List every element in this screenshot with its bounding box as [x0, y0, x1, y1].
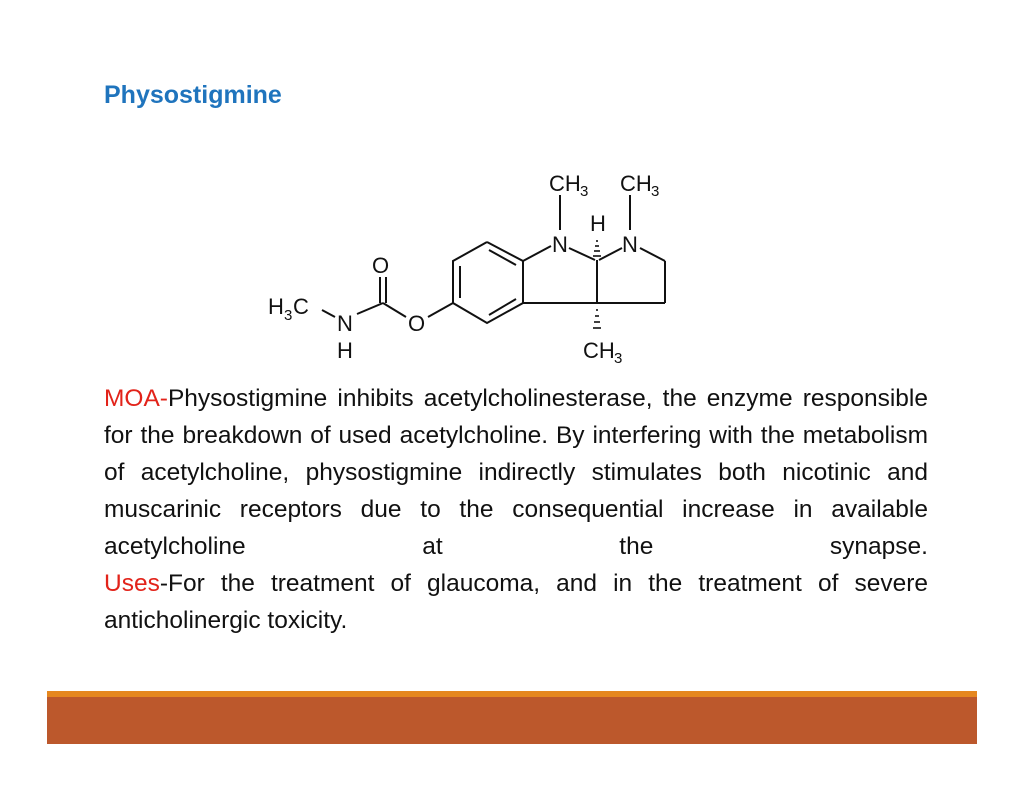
atom-label: CH	[583, 338, 615, 363]
atom-label: N	[552, 232, 568, 257]
atom-label: H	[268, 294, 284, 319]
atom-label: CH	[549, 171, 581, 196]
atom-label: H	[590, 211, 606, 236]
moa-label: MOA-	[104, 385, 168, 412]
structure-bonds	[321, 195, 666, 329]
footer-accent-stripe	[47, 691, 977, 697]
uses-text: -For the treatment of glaucoma, and in t…	[104, 570, 928, 634]
atom-label: CH	[620, 171, 652, 196]
uses-paragraph: Uses-For the treatment of glaucoma, and …	[104, 565, 928, 639]
atom-label: N	[337, 311, 353, 336]
uses-label: Uses	[104, 570, 160, 597]
atom-label-subscript: 3	[614, 350, 622, 367]
atom-label-subscript: 3	[580, 183, 588, 200]
atom-label: H	[337, 338, 353, 363]
description: MOA-Physostigmine inhibits acetylcholine…	[104, 380, 928, 639]
atom-label-subscript: 3	[651, 183, 659, 200]
atom-label: N	[622, 232, 638, 257]
moa-text: Physostigmine inhibits acetylcholinester…	[104, 385, 928, 560]
moa-paragraph: MOA-Physostigmine inhibits acetylcholine…	[104, 380, 928, 565]
atom-label: O	[408, 311, 425, 336]
atom-label: C	[293, 294, 309, 319]
footer-bar	[47, 697, 977, 744]
chemical-structure: CH 3 CH 3 H N N CH 3 O O N H H 3 C	[268, 171, 666, 367]
atom-label-subscript: 3	[284, 307, 292, 324]
atom-label: O	[372, 253, 389, 278]
slide-title: Physostigmine	[104, 81, 282, 109]
